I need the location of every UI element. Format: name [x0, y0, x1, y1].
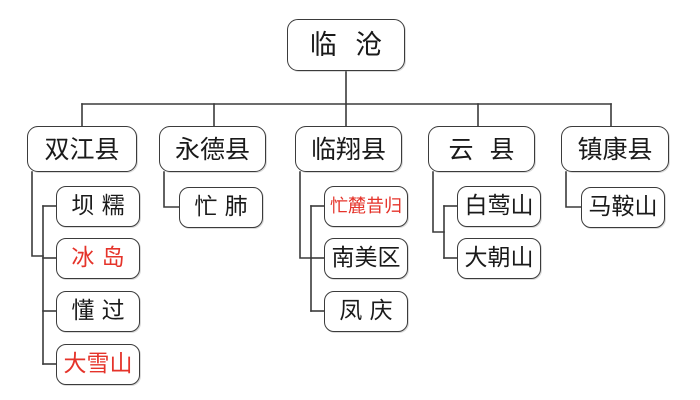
- node-leaf-nanmeiqu-label: 南美区: [331, 245, 401, 271]
- node-leaf-bingdao-label: 冰 岛: [71, 245, 125, 271]
- node-leaf-nanmeiqu[interactable]: 南美区: [324, 238, 408, 279]
- branch-zhenkang-c1: [565, 171, 583, 208]
- node-county-yongde[interactable]: 永德县: [159, 126, 266, 172]
- node-leaf-bannuo-label: 坝 糯: [71, 193, 125, 219]
- node-leaf-manglu-xigui[interactable]: 忙麓昔归: [324, 186, 408, 227]
- node-leaf-bingdao[interactable]: 冰 岛: [56, 238, 140, 279]
- node-leaf-mangfei[interactable]: 忙 肺: [179, 187, 263, 228]
- node-leaf-mangfei-label: 忙 肺: [194, 194, 248, 220]
- node-county-yongde-label: 永德县: [174, 134, 250, 164]
- node-county-zhenkang[interactable]: 镇康县: [561, 126, 669, 172]
- branch-shuangjiang-stem: [31, 171, 44, 257]
- node-county-zhenkang-label: 镇康县: [577, 134, 653, 164]
- node-county-shuangjiang[interactable]: 双江县: [27, 126, 137, 172]
- node-root-label: 临 沧: [309, 29, 388, 61]
- branch-yongde-c1: [163, 171, 181, 208]
- node-leaf-fengqing-label: 凤 庆: [339, 298, 393, 324]
- node-leaf-dachaoshan[interactable]: 大朝山: [457, 238, 541, 279]
- node-leaf-daxueshan-label: 大雪山: [63, 351, 133, 377]
- branch-linxiang-stem: [299, 171, 312, 259]
- node-leaf-dongguo[interactable]: 懂 过: [56, 291, 140, 332]
- node-leaf-baiyingshan[interactable]: 白莺山: [457, 186, 541, 227]
- node-leaf-manglu-xigui-label: 忙麓昔归: [330, 195, 402, 217]
- node-county-linxiang[interactable]: 临翔县: [295, 126, 402, 172]
- node-leaf-bannuo[interactable]: 坝 糯: [56, 186, 140, 227]
- node-county-linxiang-label: 临翔县: [310, 134, 386, 164]
- node-leaf-dongguo-label: 懂 过: [71, 298, 125, 324]
- node-county-yunxian-label: 云 县: [448, 134, 519, 164]
- node-county-yunxian[interactable]: 云 县: [428, 126, 535, 172]
- node-leaf-maanshan-label: 马鞍山: [588, 194, 658, 220]
- node-leaf-dachaoshan-label: 大朝山: [464, 245, 534, 271]
- node-county-shuangjiang-label: 双江县: [44, 134, 120, 164]
- node-leaf-daxueshan[interactable]: 大雪山: [56, 344, 140, 385]
- node-leaf-fengqing[interactable]: 凤 庆: [324, 291, 408, 332]
- node-root[interactable]: 临 沧: [287, 19, 405, 71]
- branch-yun-stem: [432, 171, 445, 233]
- node-leaf-baiyingshan-label: 白莺山: [464, 193, 534, 219]
- node-leaf-maanshan[interactable]: 马鞍山: [581, 187, 665, 228]
